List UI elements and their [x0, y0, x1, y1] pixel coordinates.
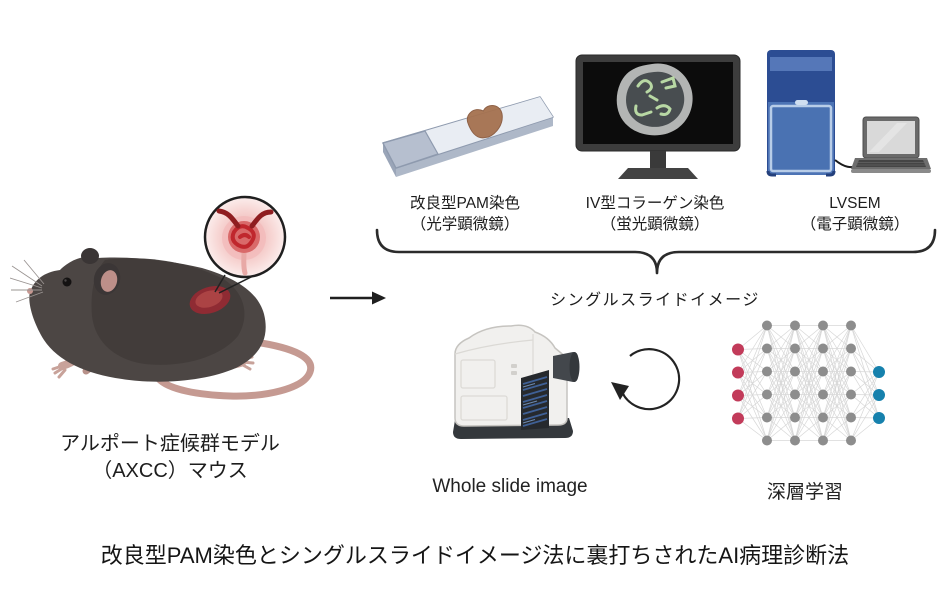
deep-learning-label: 深層学習 [766, 482, 843, 503]
circular-arrow-icon [611, 348, 681, 411]
mouse-ear-far [81, 248, 99, 264]
nn-node [790, 412, 800, 423]
mouse-whiskers [10, 259, 45, 303]
nn-node [873, 412, 885, 424]
modality-label-lvsem: LVSEM （電子顕微鏡） [760, 193, 950, 235]
kidney-spot-inner [195, 290, 223, 308]
scanner-slide-cassettes [522, 376, 548, 427]
nn-node [818, 366, 828, 377]
mouse-front-paw [51, 364, 67, 379]
glomerulus-arteriole-right [249, 209, 274, 229]
nn-node [790, 343, 800, 354]
nn-node [846, 366, 856, 377]
electron-microscope-laptop-icon [766, 50, 931, 177]
pam-label-line2: （光学顕微鏡） [410, 216, 520, 233]
mouse-saddle-shading [91, 258, 245, 365]
nn-node [762, 343, 772, 354]
mouse-label-line2: （AXCC）マウス [92, 460, 248, 482]
mouse-label: アルポート症候群モデル （AXCC）マウス [20, 431, 320, 485]
nn-node [762, 366, 772, 377]
glomerulus-capillaries [230, 224, 256, 249]
nn-node [790, 435, 800, 446]
pam-label-line1: 改良型PAM染色 [410, 195, 520, 212]
nn-node [790, 366, 800, 377]
brace-label: シングルスライドイメージ [550, 292, 760, 309]
lvsem-label-line2: （電子顕微鏡） [800, 216, 910, 233]
nn-node [873, 366, 885, 378]
nn-node [762, 389, 772, 400]
glomerulus-stem [241, 249, 248, 276]
monitor-collagen-signals [634, 76, 677, 117]
modality-label-collagen: IV型コラーゲン染色 （蛍光顕微鏡） [560, 193, 750, 235]
modality-label-pam: 改良型PAM染色 （光学顕微鏡） [370, 193, 560, 235]
microscope-slide-icon [382, 96, 554, 177]
nn-node [732, 389, 744, 402]
nn-node [762, 435, 772, 446]
nn-node [846, 412, 856, 423]
mouse-eye-highlight [64, 279, 67, 282]
nn-node [846, 343, 856, 354]
nn-node [846, 435, 856, 446]
scanner-slide-slot [521, 370, 549, 430]
collagen-label-line2: （蛍光顕微鏡） [600, 216, 710, 233]
lvsem-label-line1: LVSEM [829, 195, 881, 212]
laptop [851, 116, 931, 173]
nn-node [762, 320, 772, 331]
nn-node [790, 320, 800, 331]
nn-node [732, 366, 744, 379]
nn-node [732, 412, 744, 425]
nn-node [790, 389, 800, 400]
neural-network [703, 313, 903, 453]
nn-node [846, 320, 856, 331]
mouse-eye [62, 277, 72, 287]
slide-scanner-icon [453, 324, 580, 439]
glomerulus-arteriole-left [216, 208, 241, 229]
wsi-label: Whole slide image [432, 476, 588, 497]
collagen-label-line1: IV型コラーゲン染色 [585, 195, 725, 212]
nn-node [818, 412, 828, 423]
mouse-illustration [10, 195, 315, 400]
nn-node [846, 389, 856, 400]
nn-node [818, 343, 828, 354]
mouse-nose [27, 288, 33, 294]
nn-node [873, 389, 885, 401]
right-arrow-icon [330, 291, 386, 305]
mouse-label-line1: アルポート症候群モデル [60, 433, 280, 455]
curly-brace-icon [375, 228, 937, 275]
neural-network-icon [732, 320, 885, 446]
nn-node [732, 343, 744, 356]
nn-node [818, 435, 828, 446]
nn-node [762, 412, 772, 423]
nn-node [818, 389, 828, 400]
nn-node [818, 320, 828, 331]
slide-specimen [466, 105, 503, 139]
figure-caption: 改良型PAM染色とシングルスライドイメージ法に裏打ちされたAI病理診断法 [100, 543, 850, 568]
mouse-ear-inner [100, 270, 118, 292]
fluorescence-monitor-icon [575, 54, 741, 179]
